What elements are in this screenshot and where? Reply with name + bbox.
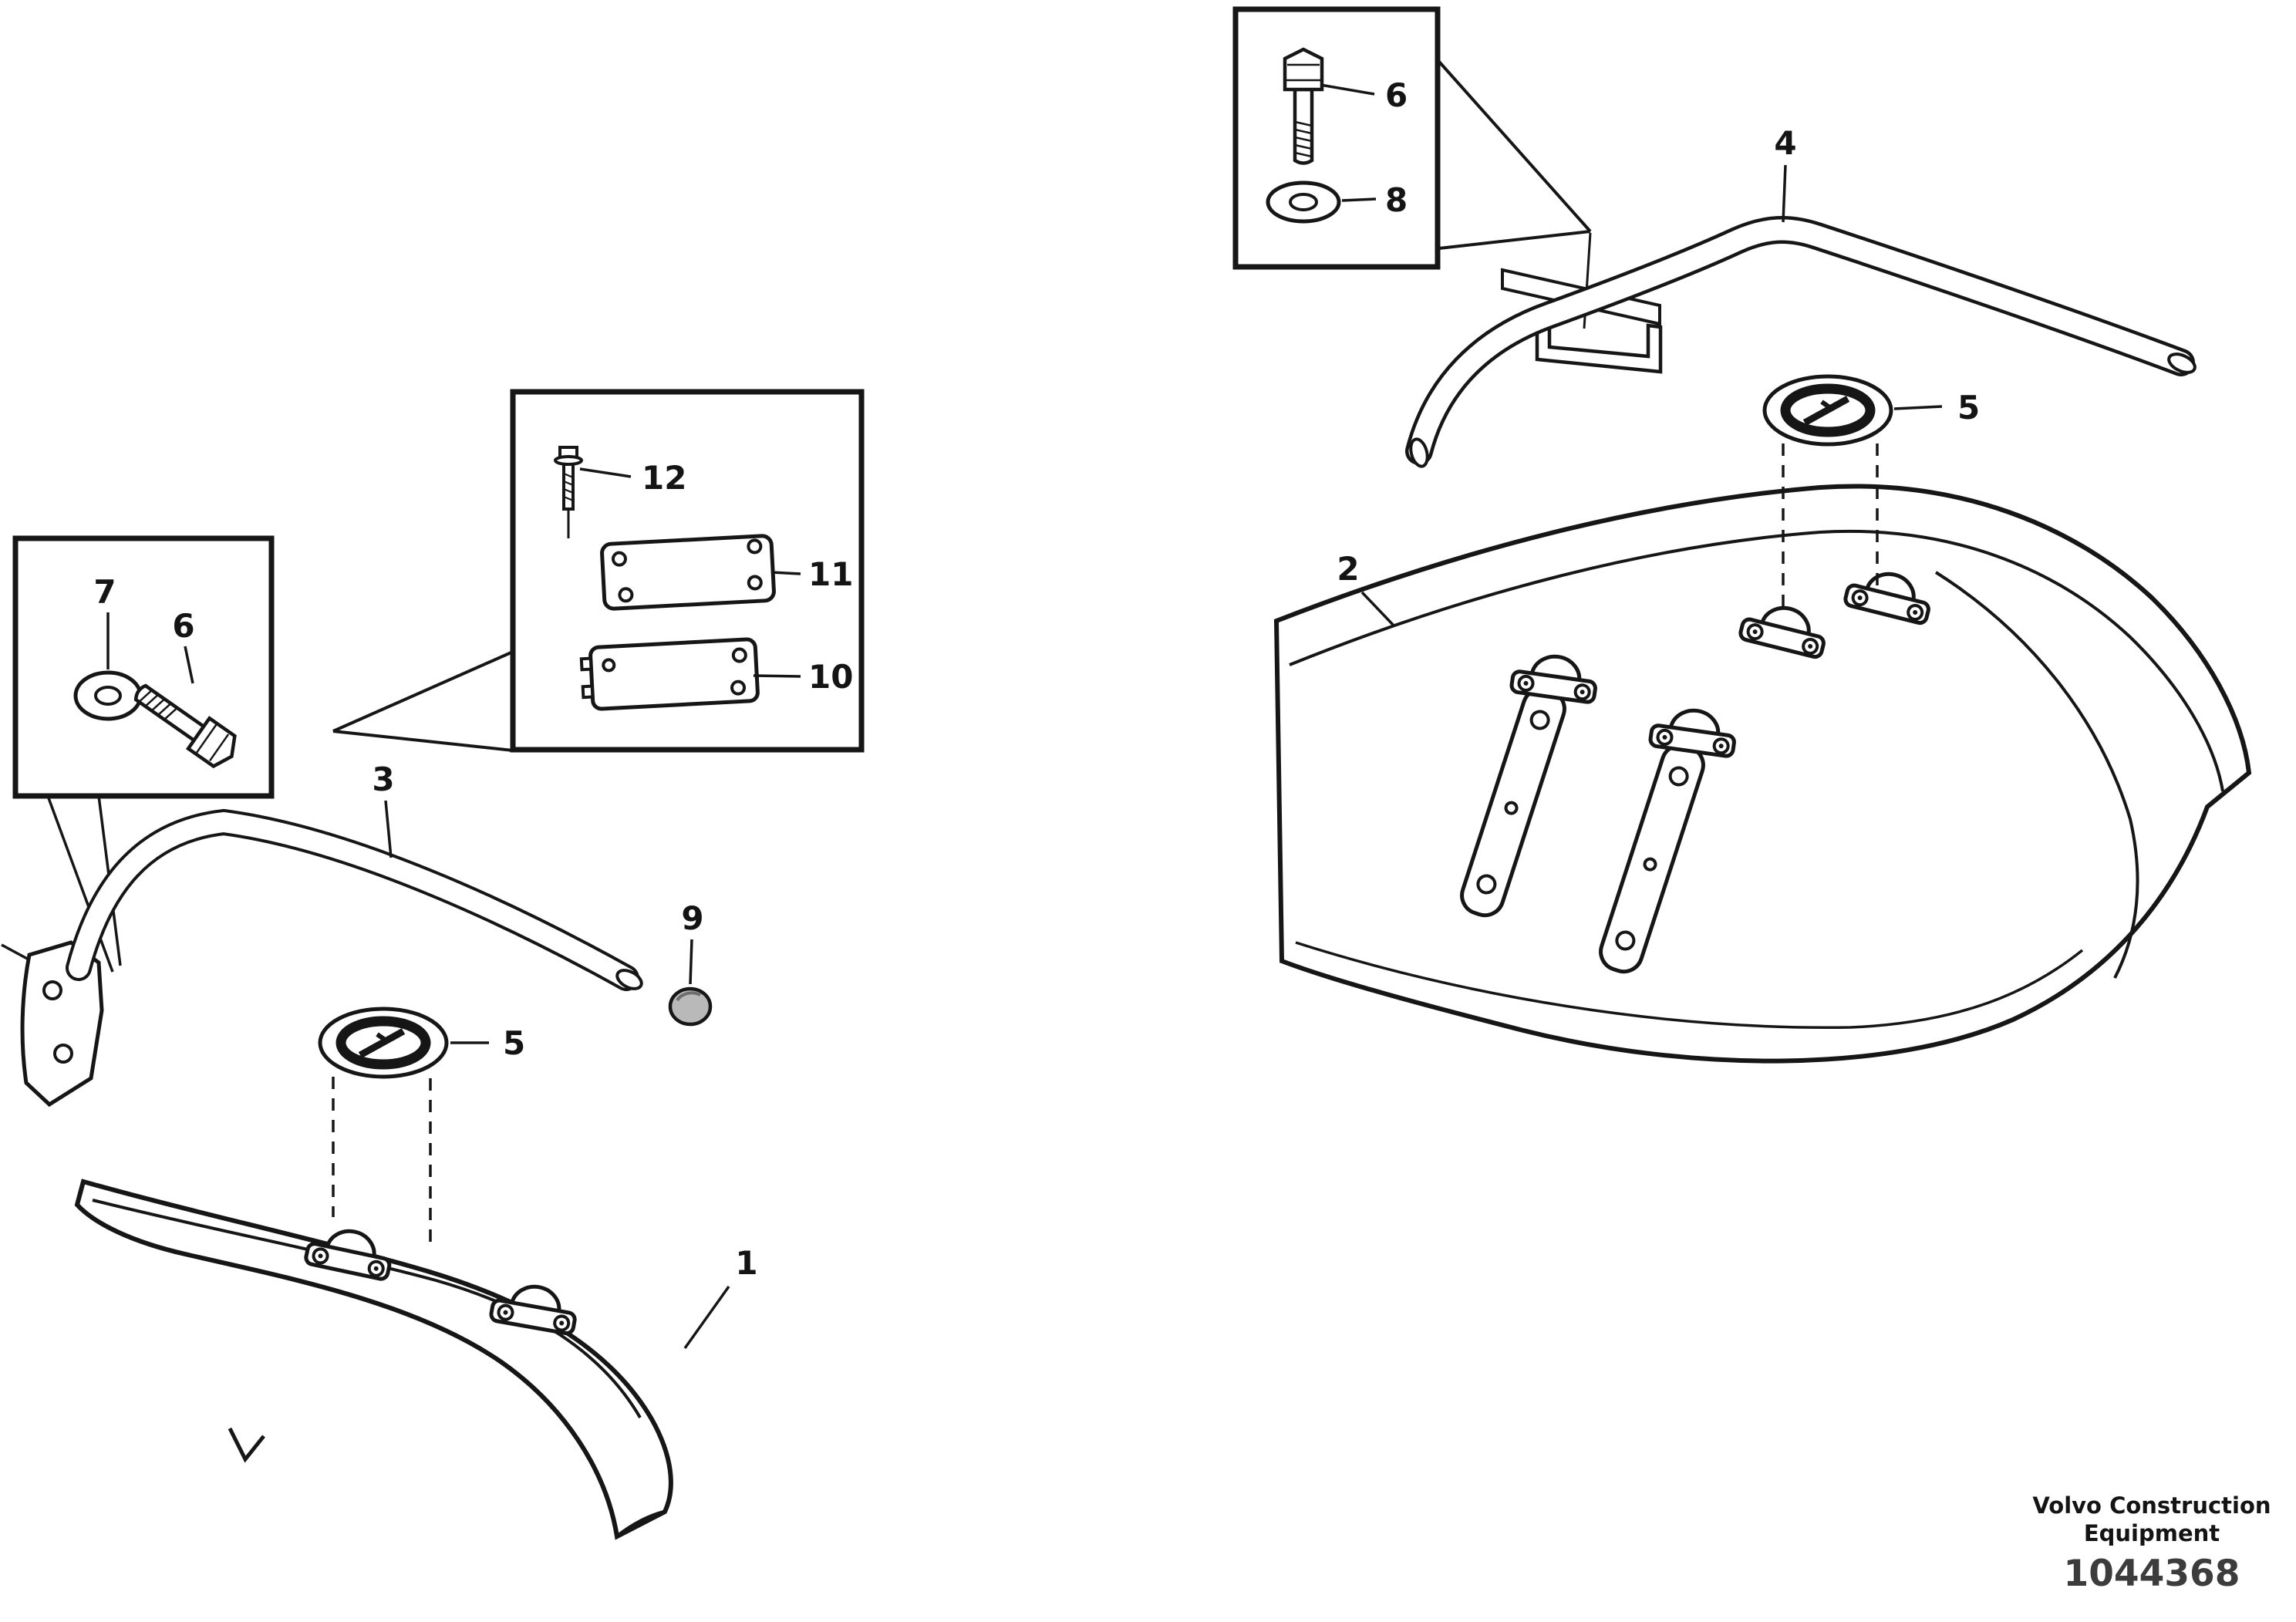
washer-hole bbox=[1289, 193, 1318, 211]
leader-line bbox=[579, 467, 632, 478]
handrail-left: 3 bbox=[66, 760, 643, 991]
screw bbox=[554, 446, 583, 511]
plate-hole bbox=[611, 551, 627, 567]
tube-end-cap bbox=[2167, 352, 2197, 374]
leader-line bbox=[1320, 83, 1375, 96]
callout-decal-right: 5 bbox=[1957, 389, 1980, 427]
fender-tab bbox=[228, 1427, 265, 1463]
callout-bolt-left: 6 bbox=[172, 607, 194, 645]
plate-hole bbox=[731, 647, 747, 663]
plug: 9 bbox=[668, 899, 713, 1027]
leader-line bbox=[1341, 197, 1377, 202]
fender-body bbox=[1273, 484, 2252, 1064]
screw-flange bbox=[554, 455, 583, 466]
leader-line bbox=[184, 646, 194, 684]
callout-fender-right: 2 bbox=[1337, 550, 1359, 588]
fender-right: 2 bbox=[1273, 484, 2252, 1064]
document-number: 1044368 bbox=[2064, 1553, 2240, 1595]
callout-washer-left: 7 bbox=[93, 573, 116, 611]
tube-end-cap bbox=[615, 969, 643, 990]
fender-inner-arc bbox=[1934, 571, 2139, 979]
leader-line bbox=[689, 939, 693, 985]
detail-box-frame bbox=[1232, 6, 1441, 270]
plate-body bbox=[588, 637, 760, 711]
detail-box-plates: 12 11 10 bbox=[332, 389, 865, 753]
leader-line bbox=[770, 571, 801, 575]
callout-handrail-left: 3 bbox=[372, 760, 394, 798]
detail-box-bolt-washer-right: 6 8 bbox=[1232, 6, 1592, 329]
decal-right-group: 5 bbox=[1765, 376, 1980, 615]
plate-tab bbox=[581, 684, 595, 700]
callout-handrail-right: 4 bbox=[1774, 124, 1796, 162]
plate-upper bbox=[600, 534, 776, 611]
plate-lower bbox=[579, 637, 760, 711]
decal-left-group: 5 bbox=[320, 1009, 525, 1251]
callout-fender-left: 1 bbox=[735, 1244, 757, 1282]
washer-left bbox=[73, 670, 143, 721]
fender-left: 1 bbox=[74, 1179, 758, 1540]
leader-line bbox=[1782, 164, 1787, 223]
plate-hole bbox=[618, 587, 634, 603]
plate-hole bbox=[602, 658, 616, 673]
plug-highlight bbox=[676, 991, 701, 1002]
washer-right bbox=[1266, 180, 1341, 224]
leader-line bbox=[1893, 405, 1943, 410]
handrail-tube-fill bbox=[69, 811, 636, 988]
leader-line bbox=[332, 730, 514, 752]
leader-line bbox=[1360, 591, 1396, 628]
callout-screw: 12 bbox=[642, 459, 686, 497]
footer-company-line2: Equipment bbox=[2084, 1520, 2220, 1546]
plate-hole bbox=[747, 538, 763, 555]
footer-company-line1: Volvo Construction bbox=[2032, 1492, 2271, 1519]
plate-hole bbox=[747, 575, 763, 591]
screw-threads bbox=[563, 472, 574, 502]
leader-line bbox=[384, 800, 393, 858]
fender-fold-line bbox=[92, 1199, 642, 1419]
plate-hole bbox=[730, 679, 747, 696]
callout-plug: 9 bbox=[681, 899, 703, 937]
mount-bracket-left bbox=[1, 940, 104, 1108]
leader-line bbox=[46, 795, 114, 973]
plate-body bbox=[600, 534, 776, 611]
footer: Volvo Construction Equipment 1044368 bbox=[2032, 1492, 2271, 1595]
warning-decal-left bbox=[320, 1009, 447, 1077]
callout-plate-upper: 11 bbox=[808, 555, 853, 593]
leader-line bbox=[1438, 230, 1591, 250]
handrail-tube-fill bbox=[1408, 219, 2192, 462]
callout-bolt-right: 6 bbox=[1385, 76, 1408, 114]
bracket-hole bbox=[42, 980, 62, 1000]
bracket-hole bbox=[53, 1044, 73, 1064]
handrail-right: 4 bbox=[1405, 124, 2197, 468]
fender-lip-line bbox=[1295, 941, 2084, 1029]
washer-hole bbox=[94, 686, 122, 706]
fender-body bbox=[74, 1179, 673, 1540]
callout-washer-right: 8 bbox=[1385, 181, 1408, 219]
warning-decal-right bbox=[1765, 376, 1891, 444]
leader-line bbox=[683, 1285, 730, 1350]
leader-line bbox=[1438, 60, 1592, 233]
callout-plate-lower: 10 bbox=[808, 658, 853, 696]
plate-tab bbox=[579, 656, 593, 672]
detail-box-washer-bolt: 7 6 bbox=[12, 535, 275, 973]
leader-line bbox=[332, 650, 514, 733]
tube-end-cap bbox=[1409, 437, 1429, 468]
bracket-plate bbox=[20, 940, 104, 1108]
fender-fold-line bbox=[1289, 529, 2224, 792]
callout-decal-left: 5 bbox=[503, 1024, 525, 1062]
fender-end-edge bbox=[615, 1509, 666, 1538]
